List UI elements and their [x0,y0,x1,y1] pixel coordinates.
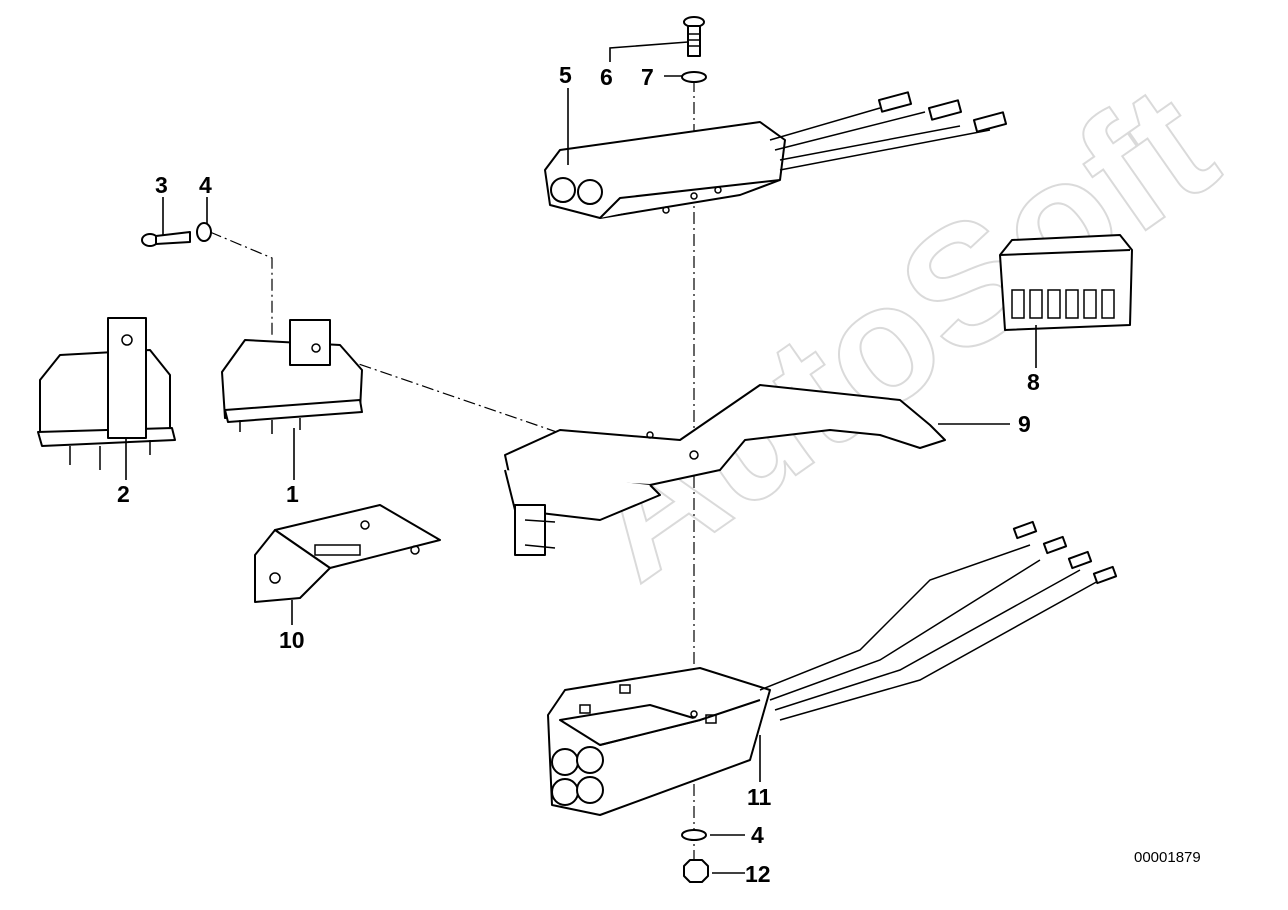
screw-mount-line [209,231,273,335]
document-number: 00001879 [1134,849,1201,866]
callout-8: 8 [1027,369,1040,395]
connector-plug-part-8 [999,234,1133,331]
washer-part-7 [681,71,707,83]
callout-4-left: 4 [199,172,212,198]
connector-housing-part-5 [544,91,1008,219]
connector-housing-part-11 [547,520,1118,816]
callout-1: 1 [286,481,299,507]
washer-part-4-bottom [681,829,707,841]
callout-10: 10 [279,627,305,653]
watermark-text: AutoSoft [550,49,1247,616]
relay-part-2 [37,317,176,470]
callout-4-bottom: 4 [751,822,764,848]
leader-line-6 [609,41,689,62]
screw-part-6 [683,16,705,57]
callout-11: 11 [747,784,772,810]
callout-6: 6 [600,64,613,90]
washer-part-4-left [196,222,212,242]
callout-5: 5 [559,62,572,88]
callout-12: 12 [745,861,771,887]
nut-part-12 [683,859,709,883]
relay-part-1 [221,319,363,434]
callout-2: 2 [117,481,130,507]
relay-mount-line [317,349,581,441]
callout-9: 9 [1018,411,1031,437]
callout-3: 3 [155,172,168,198]
plate-part-9 [504,384,946,556]
bracket-part-10 [254,504,441,603]
callout-7: 7 [641,64,654,90]
screw-part-3 [141,231,191,247]
